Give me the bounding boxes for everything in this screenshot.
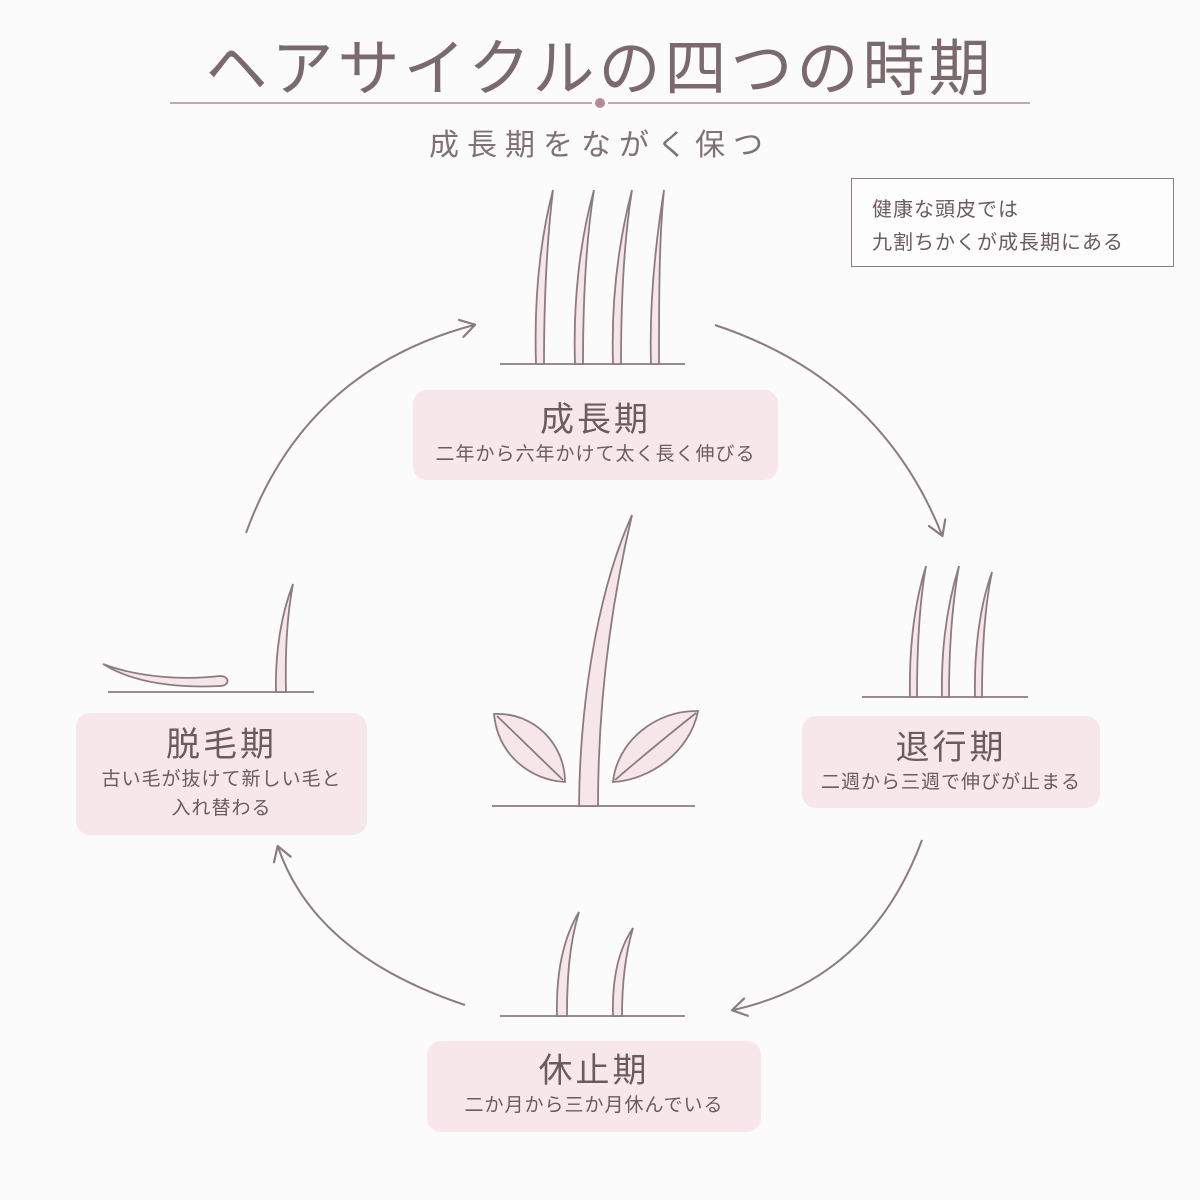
cycle-arrow-icon (730, 839, 923, 1017)
hair-strand-icon (940, 565, 960, 698)
stage-catagen-desc: 二週から三週で伸びが止まる (820, 771, 1081, 793)
stage-exogen-desc-1: 古い毛が抜けて新しい毛と (101, 768, 342, 790)
note-line-1: 健康な頭皮では (872, 197, 1019, 221)
stage-exogen-desc-2: 入れ替わる (171, 797, 272, 819)
cycle-arrow-icon (714, 324, 947, 538)
page-subtitle: 成長期をながく保つ (429, 128, 771, 163)
hair-strand-icon (573, 189, 595, 365)
stage-telogen-name: 休止期 (538, 1051, 650, 1091)
hair-strand-icon (556, 911, 580, 1017)
hair-strand-icon (649, 189, 665, 365)
stage-telogen-desc: 二か月から三か月休んでいる (464, 1094, 724, 1116)
hair-strand-icon (612, 927, 634, 1017)
hair-strand-icon (973, 571, 993, 698)
catagen-hair-group (862, 565, 1028, 698)
hair-strand-icon (534, 189, 554, 365)
stage-growth-card: 成長期 二年から六年かけて太く長く伸びる (413, 390, 778, 480)
telogen-hair-group (500, 911, 685, 1017)
title-divider (170, 98, 1030, 108)
cycle-arrow-icon (272, 844, 466, 1006)
hair-strand-icon (275, 583, 294, 693)
note-box: 健康な頭皮では 九割ちかくが成長期にある (851, 178, 1174, 267)
growth-hair-group (500, 189, 685, 365)
hair-strand-icon (908, 565, 927, 698)
page-title: ヘアサイクルの四つの時期 (205, 32, 995, 105)
stage-catagen-name: 退行期 (895, 728, 1007, 768)
stage-growth-name: 成長期 (540, 400, 651, 440)
stage-growth-desc: 二年から六年かけて太く長く伸びる (435, 443, 756, 465)
stage-exogen-name: 脱毛期 (166, 725, 277, 765)
shed-hair-icon (102, 663, 229, 688)
stage-catagen-card: 退行期 二週から三週で伸びが止まる (802, 716, 1100, 808)
note-line-2: 九割ちかくが成長期にある (872, 230, 1124, 254)
hair-strand-icon (578, 514, 633, 807)
exogen-hair-group (102, 583, 314, 693)
cycle-arrow-icon (245, 318, 477, 534)
sprout-illustration (492, 514, 700, 807)
stage-telogen-card: 休止期 二か月から三か月休んでいる (427, 1041, 761, 1132)
stage-exogen-card: 脱毛期 古い毛が抜けて新しい毛と 入れ替わる (76, 713, 367, 835)
hair-strand-icon (611, 189, 633, 365)
